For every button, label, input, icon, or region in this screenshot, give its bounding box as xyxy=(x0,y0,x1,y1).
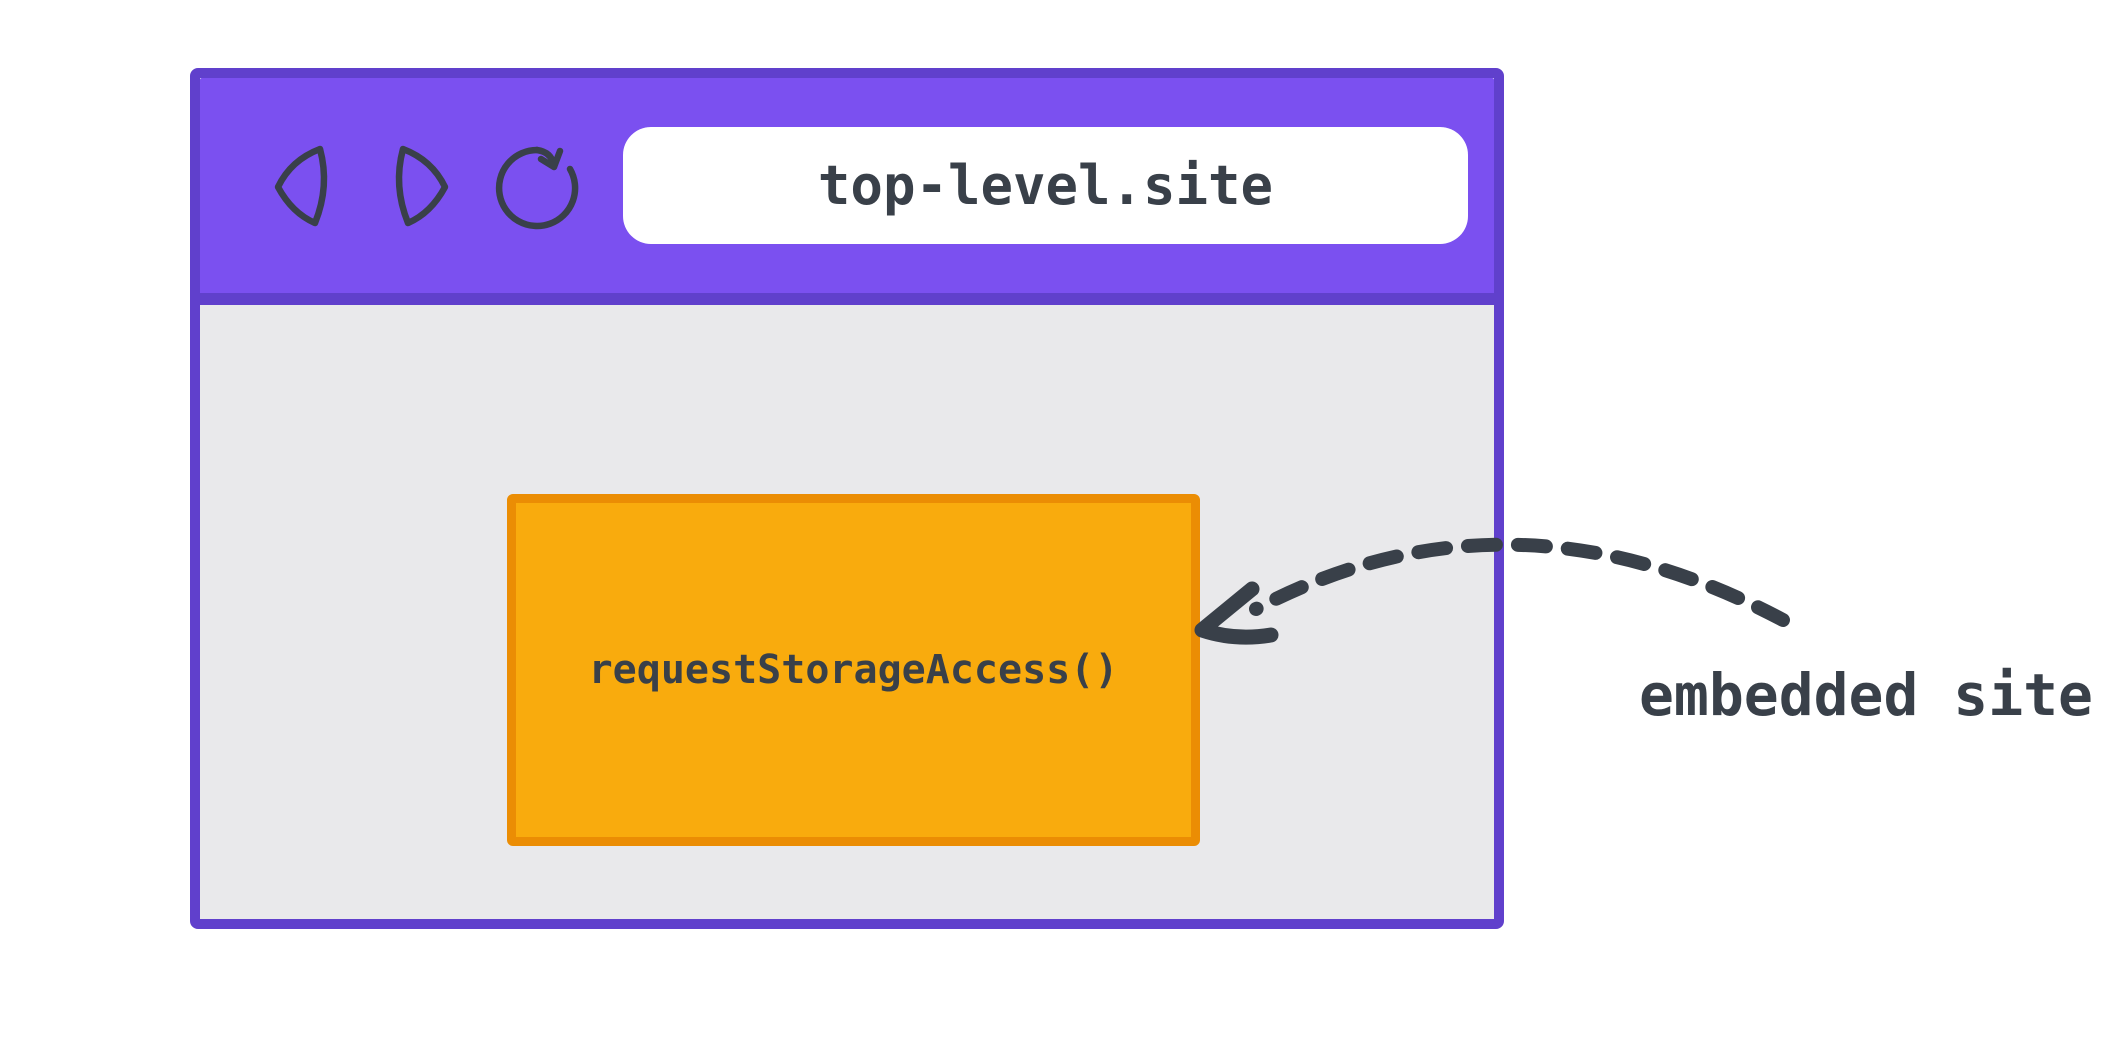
back-button[interactable] xyxy=(273,144,335,228)
reload-button[interactable] xyxy=(490,141,580,231)
forward-icon xyxy=(395,145,449,226)
embedded-frame-label: requestStorageAccess() xyxy=(588,647,1119,693)
annotation-label: embedded site xyxy=(1639,661,2093,729)
reload-icon xyxy=(495,146,579,229)
browser-window: top-level.site requestStorageAccess() xyxy=(190,68,1504,929)
back-icon xyxy=(274,145,328,226)
address-bar-url: top-level.site xyxy=(817,154,1274,217)
embedded-frame[interactable]: requestStorageAccess() xyxy=(507,494,1200,846)
forward-button[interactable] xyxy=(388,144,450,228)
page-content: requestStorageAccess() xyxy=(200,305,1494,919)
browser-toolbar: top-level.site xyxy=(200,78,1494,305)
address-bar[interactable]: top-level.site xyxy=(623,127,1468,244)
